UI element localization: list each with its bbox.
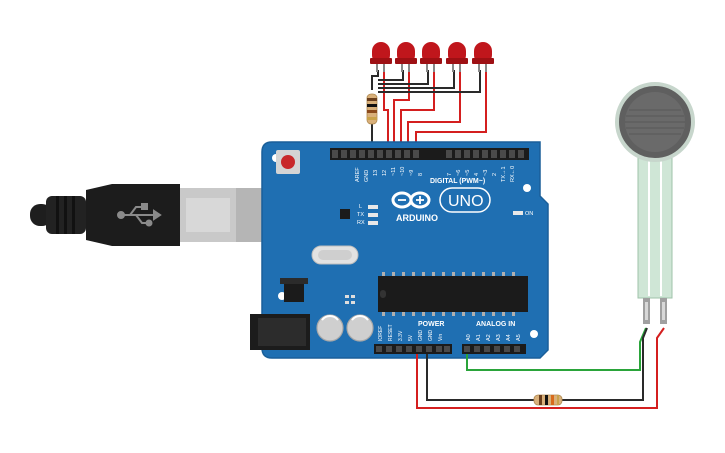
- pin-label-gnd-2: GND: [428, 330, 434, 342]
- arduino-logo-icon: [391, 191, 431, 209]
- pin-label-11: ~11: [391, 167, 397, 176]
- led-5[interactable]: [472, 42, 494, 72]
- led-array: [370, 42, 494, 72]
- led-4-anode-wire: [407, 70, 461, 148]
- voltage-regulator: [280, 278, 308, 302]
- pin-label-tx1: TX→1: [501, 166, 507, 182]
- pin-label-2: 2: [492, 173, 498, 176]
- capacitor-2: [346, 314, 374, 342]
- atmega-microcontroller: [378, 272, 528, 316]
- capacitor-1: [316, 314, 344, 342]
- power-header-label: POWER: [418, 321, 444, 328]
- analog-header: [462, 344, 526, 354]
- led-1-anode-wire: [383, 70, 389, 148]
- led-3-anode-wire: [400, 70, 435, 148]
- usb-icon: [117, 203, 162, 227]
- led-label-rx: RX: [357, 220, 365, 226]
- pin-label-gnd-1: GND: [418, 330, 424, 342]
- digital-header-label: DIGITAL (PWM~): [430, 178, 485, 185]
- red-5v-wire: [416, 327, 665, 409]
- pin-label-a0: A0: [466, 334, 472, 341]
- dc-power-jack[interactable]: [250, 314, 310, 350]
- pin-label-13: 13: [373, 170, 379, 176]
- pin-label-5v: 5V: [408, 334, 414, 341]
- pin-label-vin: Vin: [438, 334, 444, 341]
- led-label-on: ON: [525, 211, 533, 217]
- pin-label-aref: AREF: [355, 167, 361, 182]
- analog-header-label: ANALOG IN: [476, 321, 515, 328]
- pin-label-5: ~5: [465, 170, 471, 176]
- pin-label-gnd: GND: [364, 170, 370, 182]
- pin-label-7: 7: [447, 173, 453, 176]
- pin-label-8: 8: [418, 173, 424, 176]
- led-5-anode-wire: [415, 70, 487, 148]
- led-wires: [371, 70, 487, 148]
- pin-label-a4: A4: [506, 334, 512, 341]
- sensor-wires: [416, 327, 665, 409]
- pin-label-9: ~9: [409, 170, 415, 176]
- pin-label-3v3: 3.3V: [398, 330, 404, 341]
- uno-badge: UNO: [439, 187, 491, 213]
- digital-header: [330, 148, 529, 160]
- crystal-oscillator: [311, 245, 359, 265]
- led-label-l: L: [359, 204, 362, 210]
- pin-label-4: 4: [474, 173, 480, 176]
- led-2[interactable]: [395, 42, 417, 72]
- reset-button[interactable]: [276, 150, 300, 174]
- black-ground-wire: [426, 354, 534, 401]
- arduino-uno-board[interactable]: AREF GND 13 12 ~11 ~10 ~9 8 7 ~6 ~5 4 ~3…: [250, 141, 549, 359]
- pin-label-a5: A5: [516, 334, 522, 341]
- led-1[interactable]: [370, 42, 392, 72]
- pin-label-a1: A1: [476, 334, 482, 341]
- status-leds: [368, 205, 523, 225]
- pin-label-rx0: RX←0: [510, 166, 516, 182]
- led-3[interactable]: [420, 42, 442, 72]
- brand-label: ARDUINO: [396, 213, 438, 223]
- sensor-pulldown-resistor[interactable]: [533, 394, 563, 406]
- led-label-tx: TX: [357, 212, 364, 218]
- pin-label-10: ~10: [400, 167, 406, 176]
- led-current-limit-resistor[interactable]: [366, 93, 378, 125]
- led-4[interactable]: [446, 42, 468, 72]
- pin-label-12: 12: [382, 170, 388, 176]
- pin-label-a3: A3: [496, 334, 502, 341]
- force-sensor[interactable]: [615, 82, 695, 324]
- model-label: UNO: [448, 193, 484, 210]
- small-chip: [340, 209, 350, 219]
- power-header: [374, 344, 452, 354]
- pin-label-ioref: IOREF: [378, 326, 384, 341]
- green-signal-wire: [466, 327, 647, 371]
- pin-label-reset: RESET: [388, 324, 394, 341]
- pin-label-a2: A2: [486, 334, 492, 341]
- pin-label-6: ~6: [456, 170, 462, 176]
- pin-label-3: ~3: [483, 170, 489, 176]
